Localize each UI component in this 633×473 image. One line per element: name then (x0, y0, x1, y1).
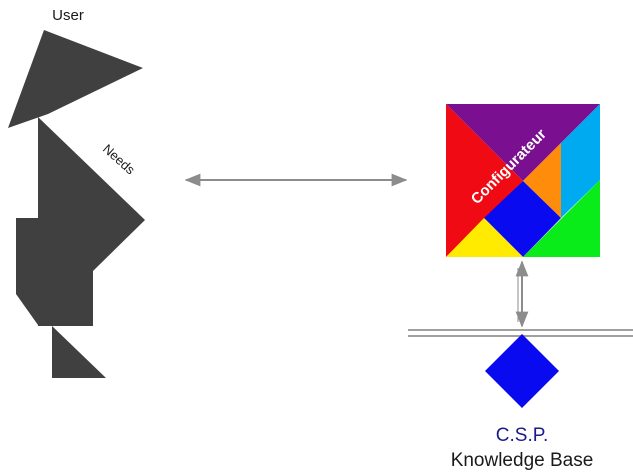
user-foot-triangle (52, 326, 106, 378)
csp-label: C.S.P. (496, 425, 548, 446)
user-hat-shape (8, 30, 143, 128)
configurator-tangram-icon (446, 104, 600, 257)
needs-label: Needs (100, 141, 138, 178)
knowledge-base-label: Knowledge Base (451, 450, 594, 471)
tangram-red-triangle (446, 104, 523, 257)
tangram-orange-triangle (523, 143, 561, 218)
user-label: User (52, 7, 84, 24)
user-figure-icon (8, 30, 145, 378)
user-arm-shape (16, 218, 38, 325)
tangram-purple-triangle (446, 104, 600, 181)
knowledge-base-diamond-icon (485, 334, 559, 408)
user-leg-square (38, 260, 93, 326)
tangram-green-triangle (523, 180, 600, 257)
tangram-cyan-parallelogram (561, 104, 600, 218)
tangram-yellow-triangle (446, 218, 523, 257)
tangram-blue-square (484, 181, 561, 257)
